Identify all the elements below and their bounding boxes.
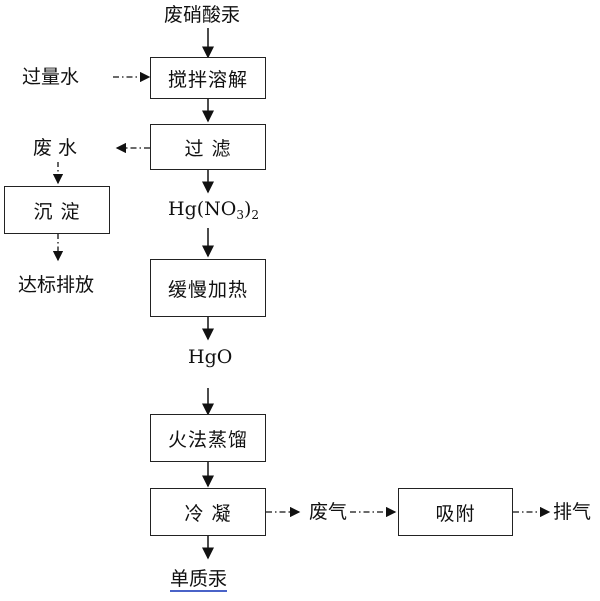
discharge-label: 达标排放 xyxy=(18,274,95,296)
stir-dissolve-box: 搅拌溶解 xyxy=(150,57,266,99)
nitrate-sub-3: 3 xyxy=(236,208,244,222)
slow-heating-box: 缓慢加热 xyxy=(150,259,266,317)
mercury-oxide-label: HgO xyxy=(188,346,233,368)
exhaust-label: 排气 xyxy=(553,501,592,523)
waste-gas-label: 废气 xyxy=(309,501,348,523)
adsorption-box: 吸附 xyxy=(398,488,513,536)
nitrate-prefix: Hg(NO xyxy=(168,198,237,220)
excess-water-label: 过量水 xyxy=(22,66,80,88)
mercury-nitrate-label: Hg(NO3)2 xyxy=(168,198,260,222)
nitrate-sub-2: 2 xyxy=(251,208,260,222)
elemental-mercury-label: 单质汞 xyxy=(170,568,228,592)
fire-distillation-box: 火法蒸馏 xyxy=(150,414,266,462)
waste-mercury-nitrate-label: 废硝酸汞 xyxy=(164,4,241,26)
waste-water-label: 废 水 xyxy=(33,137,78,159)
nitrate-suffix: ) xyxy=(244,198,252,220)
sediment-box: 沉 淀 xyxy=(4,186,110,234)
condensation-box: 冷 凝 xyxy=(150,488,266,536)
filter-box: 过 滤 xyxy=(150,124,266,170)
